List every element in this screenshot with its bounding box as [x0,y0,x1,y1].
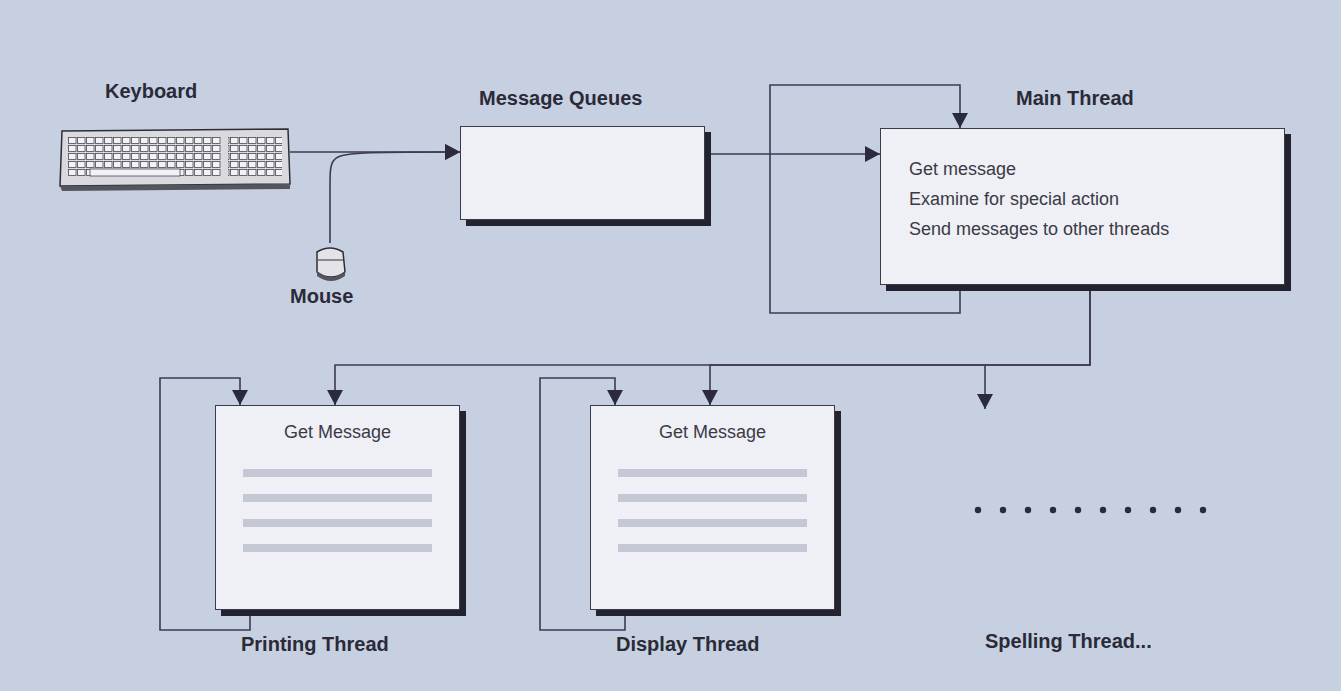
text-placeholder-bar [618,469,807,477]
node-heading: Mouse [290,285,353,308]
text-placeholder-bar [243,469,432,477]
connector-arrow [330,152,460,243]
node-heading: Message Queues [479,87,642,110]
node-text: Examine for special action [909,189,1119,210]
ellipsis-dot [1150,507,1156,513]
ellipsis-dot [1175,507,1181,513]
ellipsis-dot [1100,507,1106,513]
node-text: Get message [909,159,1016,180]
main-thread-box: Main ThreadGet messageExamine for specia… [880,128,1285,285]
ellipsis-dots [975,507,1206,513]
spelling-branch-arrow [985,365,986,409]
ellipsis-dot [1200,507,1206,513]
ellipsis-dot [975,507,981,513]
ellipsis-dot [1025,507,1031,513]
thread-box: Get MessagePrinting Thread [215,405,460,610]
node-heading: Main Thread [1016,87,1134,110]
text-placeholder-bar [618,519,807,527]
text-placeholder-bar [243,494,432,502]
queue-box: Message Queues [460,126,705,220]
node-heading: Keyboard [105,80,197,103]
node-text: Get Message [591,422,834,443]
text-placeholder-bar [618,494,807,502]
connector-arrow [705,153,880,155]
node-text: Get Message [216,422,459,443]
text-placeholder-bar [243,519,432,527]
node-text: Send messages to other threads [909,219,1169,240]
node-heading: Printing Thread [241,633,389,656]
keyboard-illustration [60,129,290,191]
ellipsis-dot [1000,507,1006,513]
keyboard-node: Keyboard [60,78,290,186]
node-heading: Display Thread [616,633,759,656]
connector-arrow [335,285,1090,405]
connector-arrow [710,285,1090,405]
ellipsis-dot [1075,507,1081,513]
text-placeholder-bar [618,544,807,552]
thread-box: Get MessageDisplay Thread [590,405,835,610]
ellipsis-dot [1050,507,1056,513]
mouse-illustration [317,248,345,281]
ellipsis-dot [1125,507,1131,513]
text-placeholder-bar [243,544,432,552]
mouse-node: Mouse [288,243,378,313]
thread-label: Spelling Thread... [985,630,1152,653]
